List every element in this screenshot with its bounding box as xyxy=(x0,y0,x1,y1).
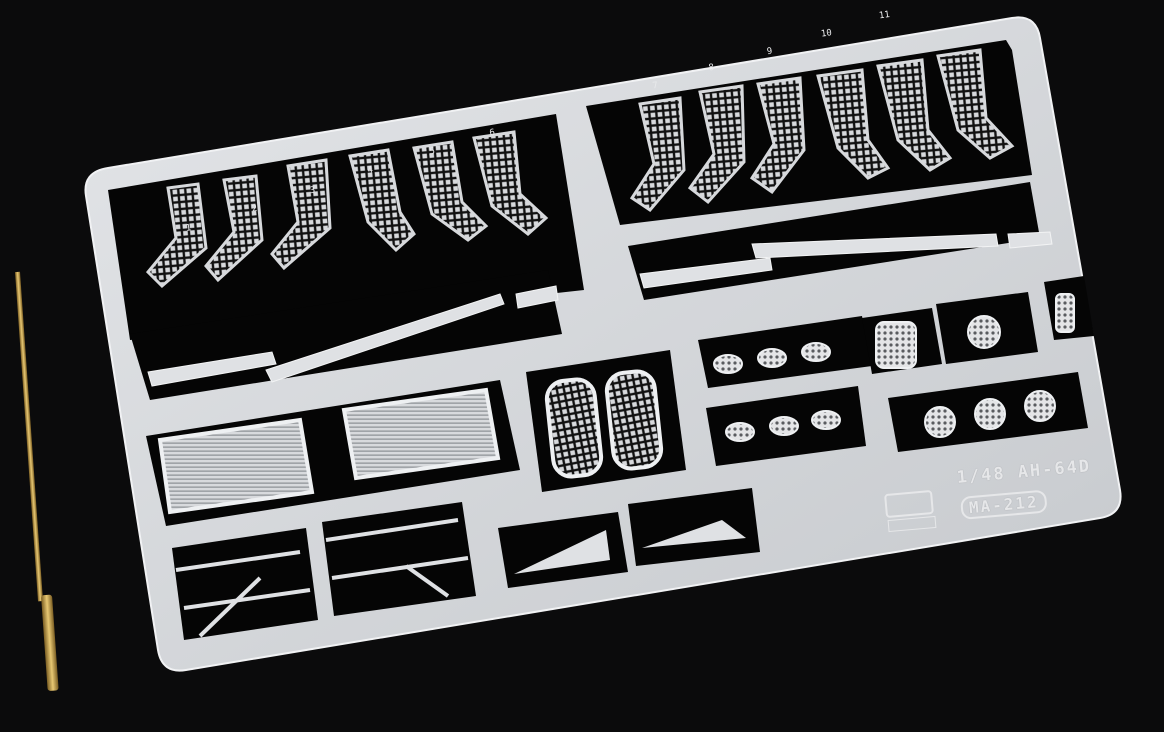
svg-text:6: 6 xyxy=(489,128,496,139)
part-number-marks: 1 2 3 4 5 6 7 8 9 10 11 12 xyxy=(185,0,948,234)
svg-text:8: 8 xyxy=(708,63,715,74)
svg-text:10: 10 xyxy=(820,28,832,39)
mesh-intake-parts xyxy=(145,48,1015,289)
svg-text:4: 4 xyxy=(367,165,374,176)
svg-text:12: 12 xyxy=(936,0,948,3)
small-screens xyxy=(713,293,1075,442)
svg-text:5: 5 xyxy=(429,147,436,158)
strip-parts xyxy=(147,231,1053,387)
frame-parts xyxy=(175,518,469,638)
svg-text:9: 9 xyxy=(766,47,773,58)
triangle-parts xyxy=(514,520,746,574)
brass-rod xyxy=(15,271,59,691)
svg-text:3: 3 xyxy=(309,186,316,197)
slatted-plates xyxy=(157,387,501,515)
svg-text:2: 2 xyxy=(251,204,258,215)
svg-text:1: 1 xyxy=(185,223,192,234)
brand-logo xyxy=(884,489,934,519)
svg-text:7: 7 xyxy=(652,81,659,92)
oval-grilles xyxy=(544,369,664,479)
svg-text:11: 11 xyxy=(878,10,890,21)
